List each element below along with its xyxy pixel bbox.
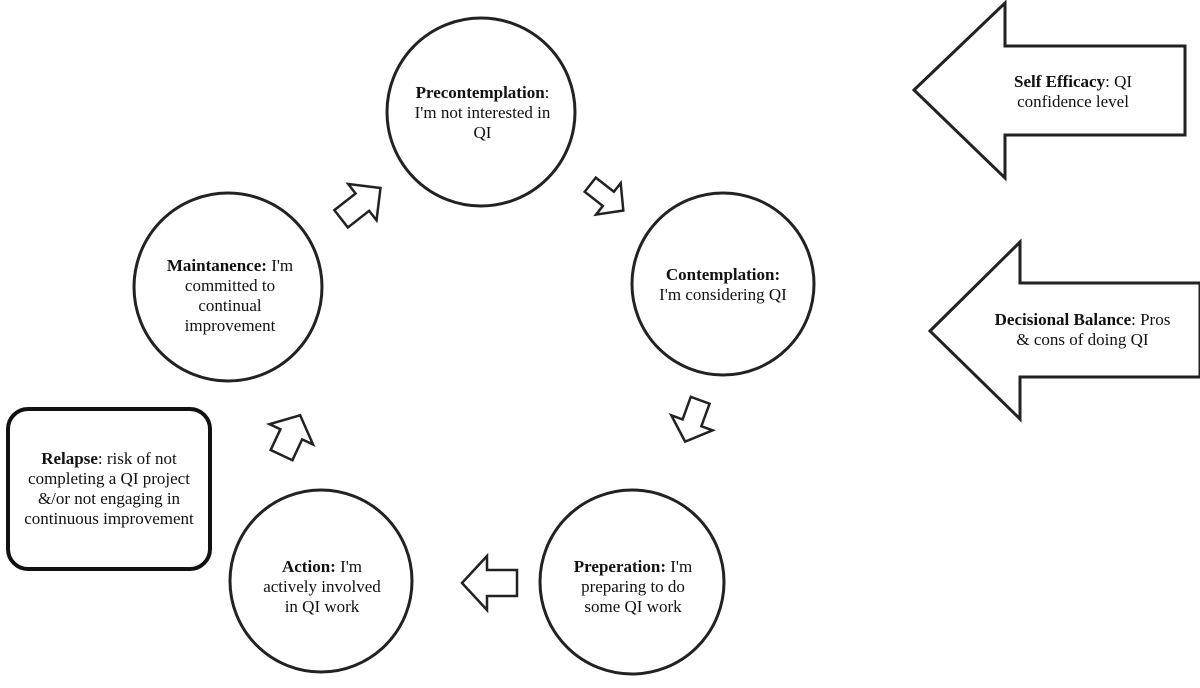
- contemplation-desc: I'm considering QI: [659, 285, 787, 304]
- relapse-label: Relapse: risk of not completing a QI pro…: [18, 418, 200, 560]
- action-label: Action: I'm actively involved in QI work: [258, 556, 386, 618]
- self-efficacy-desc: : QI confidence level: [1017, 72, 1133, 111]
- preparation-desc: I'm preparing to do some QI work: [581, 557, 693, 616]
- maintenance-title: Maintanence:: [166, 256, 267, 275]
- decisional-balance-title: Decisional Balance: [994, 310, 1132, 329]
- contemplation-title: Contemplation:: [665, 265, 781, 284]
- relapse-box: [6, 407, 212, 571]
- arrow-contemplation-to-preparation: [668, 395, 717, 444]
- arrow-action-to-maintenance: [265, 413, 316, 462]
- preparation-circle: [538, 488, 726, 676]
- self-efficacy-title: Self Efficacy: [1013, 72, 1106, 91]
- arrow-precontemplation-to-contemplation: [582, 175, 625, 217]
- contemplation-circle: [630, 191, 816, 377]
- self-efficacy-label: Self Efficacy: QI confidence level: [998, 70, 1148, 114]
- maintenance-label: Maintanence: I'm committed to continual …: [160, 256, 300, 336]
- precontemplation-title: Precontemplation: [415, 83, 545, 102]
- arrow-maintenance-to-precontemplation: [332, 182, 382, 230]
- preparation-title: Preperation:: [573, 557, 666, 576]
- arrow-preparation-to-action: [460, 552, 519, 614]
- relapse-desc: : risk of not completing a QI project &/…: [24, 449, 194, 528]
- precontemplation-circle: [385, 16, 577, 208]
- action-title: Action:: [281, 557, 336, 576]
- precontemplation-label: Precontemplation: I'm not interested in …: [405, 80, 560, 146]
- self-efficacy-arrow: [911, 0, 1187, 182]
- precontemplation-desc: : I'm not interested in QI: [414, 83, 551, 142]
- relapse-title: Relapse: [41, 449, 98, 468]
- maintenance-circle: [132, 191, 324, 383]
- maintenance-desc: I'm committed to continual improvement: [184, 256, 294, 335]
- contemplation-label: Contemplation:I'm considering QI: [650, 263, 796, 307]
- preparation-label: Preperation: I'm preparing to do some QI…: [563, 556, 703, 618]
- decisional-balance-label: Decisional Balance: Pros & cons of doing…: [990, 308, 1175, 352]
- decisional-balance-arrow: [927, 238, 1200, 423]
- action-circle: [228, 488, 414, 674]
- action-desc: I'm actively involved in QI work: [263, 557, 381, 616]
- decisional-balance-desc: : Pros & cons of doing QI: [1016, 310, 1171, 349]
